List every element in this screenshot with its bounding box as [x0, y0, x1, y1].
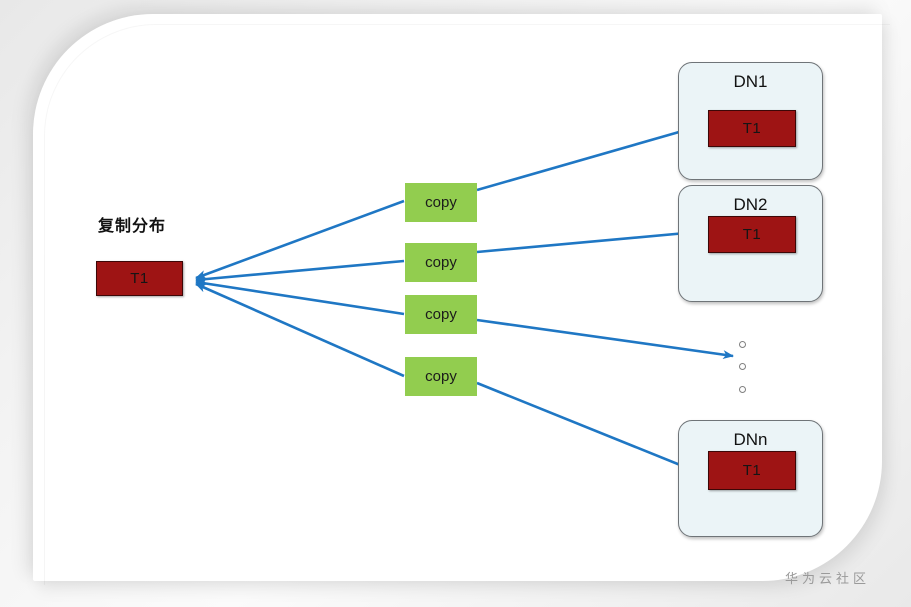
datanode-dn2-table-label: T1 [742, 226, 762, 243]
datanode-dnn-table-t1[interactable]: T1 [708, 451, 796, 490]
copy-box-2[interactable]: copy [405, 243, 477, 282]
datanode-dn2-label: DN2 [733, 195, 768, 214]
datanode-dn1[interactable]: DN1 T1 [678, 62, 823, 180]
page-title: 复制分布 [98, 218, 167, 235]
edge-copy1-to-source [195, 199, 405, 280]
source-table-t1[interactable]: T1 [96, 261, 183, 296]
edge-copy3-to-source [195, 279, 405, 316]
edge-copy4-to-source [195, 282, 405, 378]
copy-box-3[interactable]: copy [405, 295, 477, 334]
datanode-dn2-table-t1[interactable]: T1 [708, 216, 796, 253]
edge-copy1-to-dn1 [476, 124, 701, 192]
copy-box-1[interactable]: copy [405, 183, 477, 222]
datanode-dnn-label: DNn [733, 430, 768, 449]
datanode-dn1-label: DN1 [733, 72, 768, 91]
datanode-dnn[interactable]: DNn T1 [678, 420, 823, 537]
ellipsis-dot-3 [739, 386, 746, 393]
copy-box-2-label: copy [425, 254, 457, 271]
source-table-label: T1 [130, 270, 149, 287]
copy-box-4[interactable]: copy [405, 357, 477, 396]
copy-box-4-label: copy [425, 368, 457, 385]
watermark: 华为云社区 [785, 572, 871, 587]
datanode-dnn-table-label: T1 [742, 462, 762, 479]
copy-box-3-label: copy [425, 306, 457, 323]
copy-box-1-label: copy [425, 194, 457, 211]
edge-copy2-to-dn2 [476, 228, 698, 254]
edge-copy3-to-ellipsis [476, 318, 734, 360]
edge-copy2-to-source [195, 259, 405, 284]
datanode-dn1-table-label: T1 [742, 120, 762, 137]
ellipsis-dot-2 [739, 363, 746, 370]
ellipsis-dot-1 [739, 341, 746, 348]
datanode-dn2[interactable]: DN2 T1 [678, 185, 823, 302]
edge-copy4-to-dnn [476, 381, 701, 475]
datanode-dn1-table-t1[interactable]: T1 [708, 110, 796, 147]
